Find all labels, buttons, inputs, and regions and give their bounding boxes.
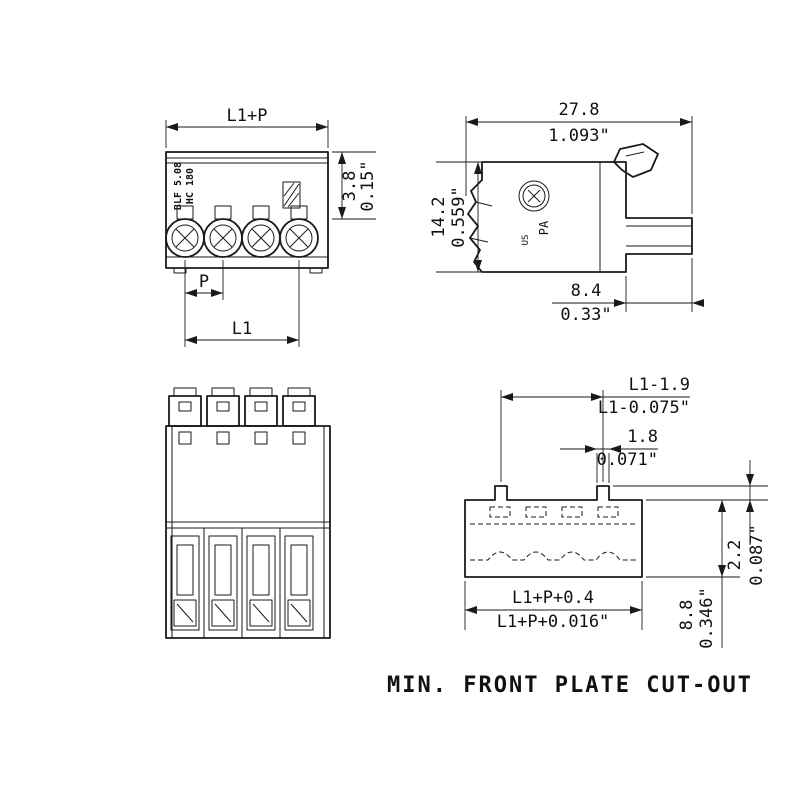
connector-front-body: BLF 5.08 HC 180: [165, 151, 329, 274]
dim-strip-in: 0.15": [358, 160, 378, 211]
dim-tail-mm: 8.4: [571, 281, 602, 301]
dim-depth-in: 1.093": [548, 126, 609, 146]
dim-tab-in: 0.071": [597, 450, 658, 470]
dim-pitch: P: [199, 272, 209, 292]
side-view: PA US 27.8 1.093" 14.2 0.559": [429, 100, 704, 325]
connector-side-body: PA US: [467, 143, 693, 273]
dim-length: L1: [232, 319, 252, 339]
front-view: BLF 5.08 HC 180: [165, 106, 378, 347]
cutout-dimensions: L1-1.9 L1-0.075" 1.8 0.071" 2.2 0.087" 8…: [464, 375, 768, 649]
connector-top-body: [165, 387, 331, 639]
latch: [613, 143, 659, 178]
dim-depth-mm: 27.8: [559, 100, 600, 120]
top-view: [165, 387, 331, 639]
side-view-dimensions: 27.8 1.093" 14.2 0.559" 8.4 0.33": [429, 100, 704, 325]
dim-total-in: L1+P+0.016": [497, 612, 610, 632]
dim-tail-in: 0.33": [560, 305, 611, 325]
drawing-caption: MIN. FRONT PLATE CUT-OUT: [387, 673, 753, 698]
marking-box: [282, 181, 301, 209]
foot-left: [173, 267, 187, 274]
dim-strip-mm: 3.8: [340, 171, 360, 202]
dim-cutout-height-in: 0.346": [697, 587, 717, 648]
part-label-line1: BLF 5.08: [173, 162, 184, 210]
dim-cutout-width-in: L1-0.075": [598, 398, 690, 418]
dim-height-in: 0.559": [449, 186, 469, 247]
cert-marking: US: [521, 235, 531, 246]
front-view-dimensions: L1+P 3.8 0.15" P L1: [165, 106, 378, 347]
dim-height-mm: 14.2: [429, 197, 449, 238]
dim-l1-plus-p: L1+P: [227, 106, 268, 126]
cutout-hidden-lines: [470, 506, 637, 561]
material-marking: PA: [537, 220, 551, 235]
weidmueller-logo-icon: [518, 180, 550, 212]
dim-tab-height-mm: 2.2: [725, 540, 745, 571]
foot-right: [309, 267, 323, 274]
screw-terminals: [165, 205, 319, 258]
dim-cutout-width-mm: L1-1.9: [629, 375, 690, 395]
dim-tab-mm: 1.8: [627, 427, 658, 447]
dim-cutout-height-mm: 8.8: [677, 600, 697, 631]
dim-total-mm: L1+P+0.4: [512, 588, 594, 608]
cutout-shape: [464, 485, 643, 578]
part-label-line2: HC 180: [185, 168, 196, 204]
cutout-view: L1-1.9 L1-0.075" 1.8 0.071" 2.2 0.087" 8…: [464, 375, 768, 649]
dim-tab-height-in: 0.087": [747, 524, 767, 585]
